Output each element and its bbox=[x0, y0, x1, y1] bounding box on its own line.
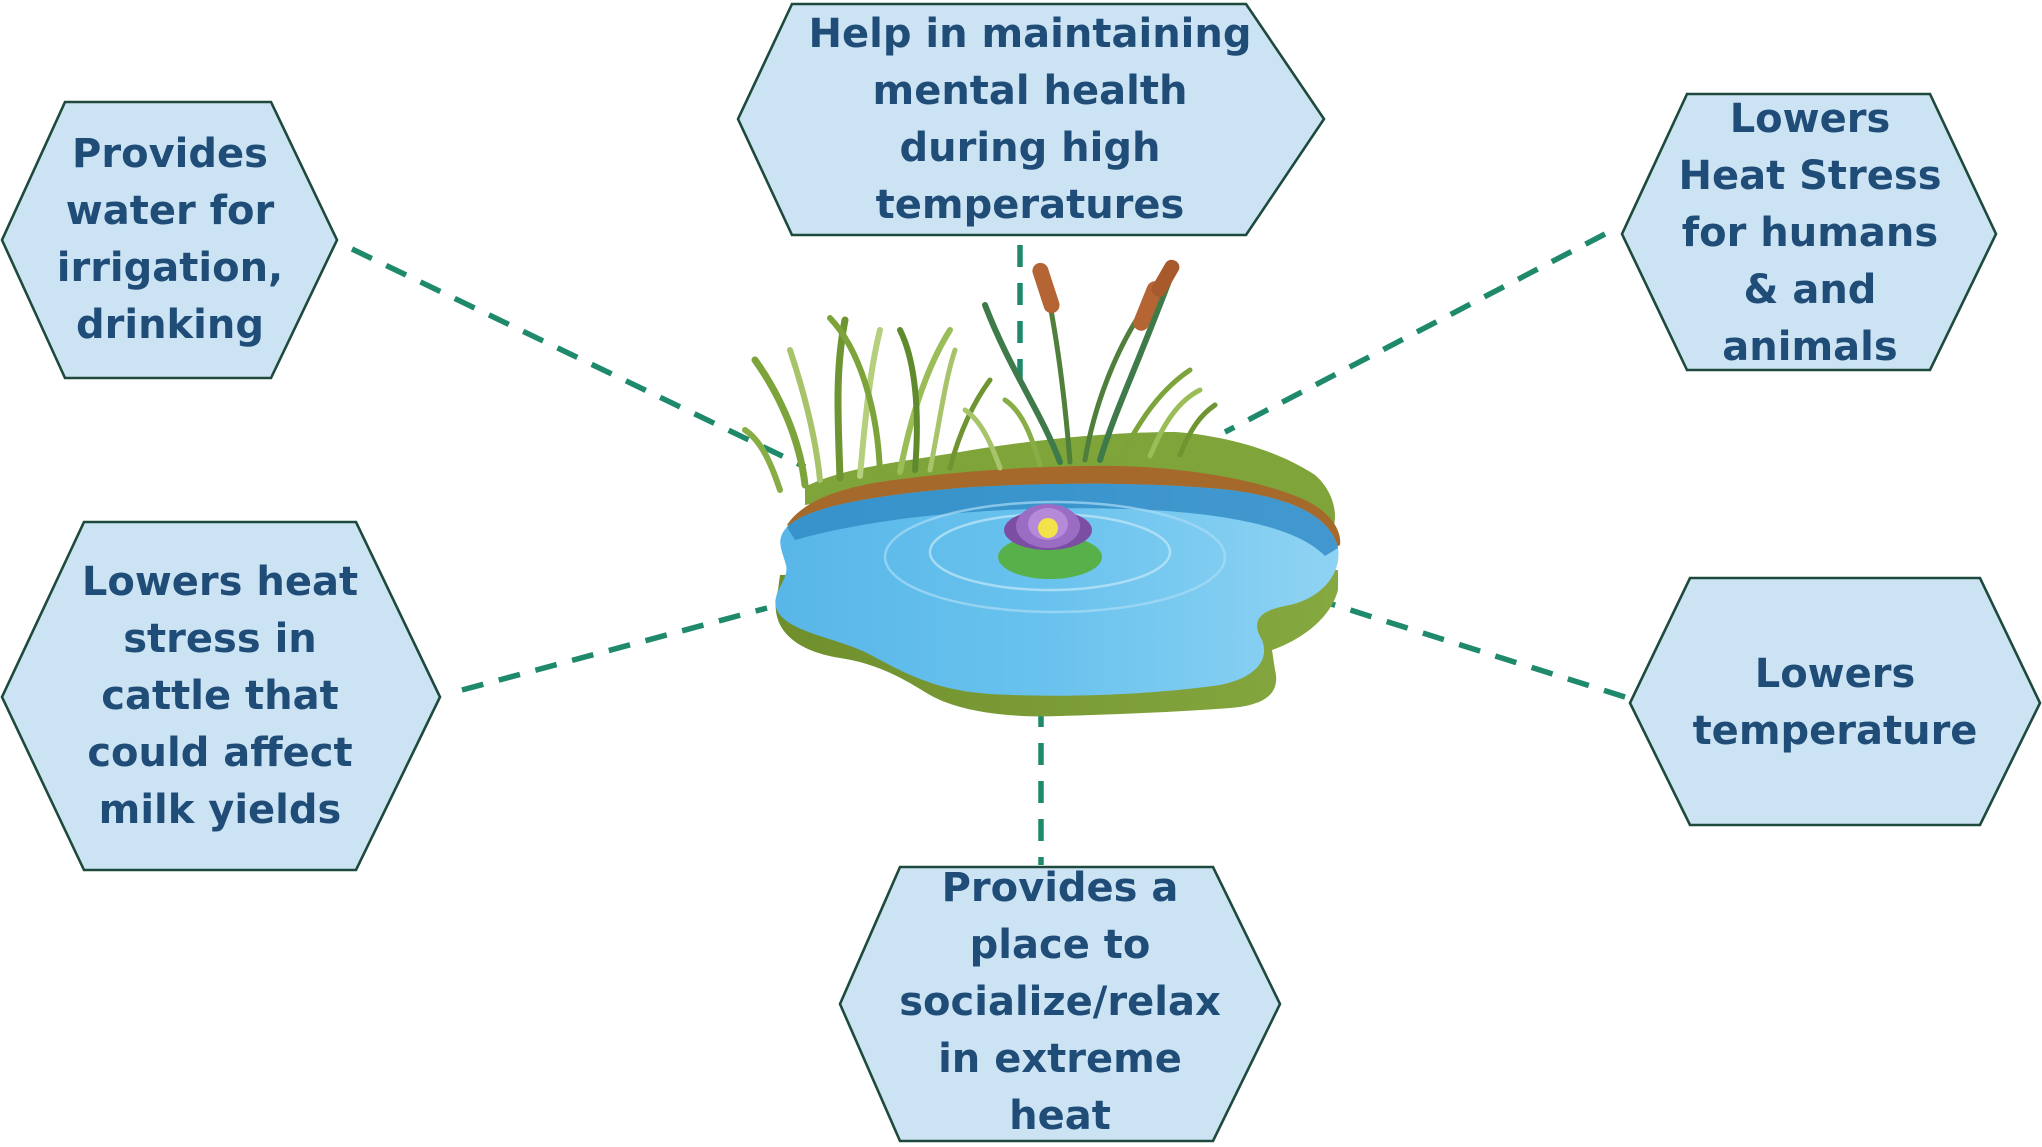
node-water-line: Provides bbox=[72, 131, 268, 177]
connector-water bbox=[350, 246, 807, 470]
node-heatstress-humans-line: Lowers bbox=[1729, 95, 1891, 142]
node-mental-line: mental health bbox=[872, 68, 1188, 114]
node-cattle-line: Lowers heat bbox=[81, 558, 359, 605]
node-socialize-line: Provides a bbox=[941, 865, 1179, 911]
node-water-line: drinking bbox=[76, 302, 264, 348]
connector-cattle bbox=[461, 605, 768, 693]
lotus-flower-icon bbox=[1004, 504, 1092, 550]
reeds-right bbox=[962, 262, 1218, 471]
node-water-line: irrigation, bbox=[56, 245, 284, 291]
reeds-left bbox=[742, 315, 993, 493]
hex-socialize bbox=[838, 865, 1282, 1143]
cattail-heads bbox=[1032, 259, 1180, 331]
node-heatstress-humans-line: animals bbox=[1722, 323, 1898, 370]
node-socialize-line: in extreme bbox=[938, 1036, 1182, 1082]
node-socialize-line: place to bbox=[969, 922, 1151, 968]
connector-temperature bbox=[1324, 599, 1626, 700]
node-mental-line: Help in maintaining bbox=[808, 11, 1252, 57]
node-cattle: Lowers heat stress in cattle that could … bbox=[20, 522, 420, 870]
pond-illustration bbox=[742, 259, 1341, 717]
pond-soil-rim bbox=[787, 465, 1341, 552]
pond-shoreline bbox=[787, 483, 1338, 556]
node-socialize-line: socialize/relax bbox=[899, 979, 1221, 1025]
ripple-outer bbox=[883, 500, 1227, 614]
node-cattle-line: stress in bbox=[123, 615, 317, 662]
node-mental: Help in maintaining mental health during… bbox=[760, 0, 1300, 240]
node-heatstress-humans-line: for humans bbox=[1681, 209, 1939, 256]
node-socialize: Provides a place to socialize/relax in e… bbox=[860, 862, 1260, 1143]
connector-heatstress-humans bbox=[1223, 231, 1607, 435]
hex-temperature bbox=[1628, 576, 2042, 827]
node-socialize-line: heat bbox=[1009, 1093, 1111, 1139]
node-cattle-line: could affect bbox=[87, 729, 353, 776]
node-heatstress-humans: Lowers Heat Stress for humans & and anim… bbox=[1640, 88, 1980, 378]
node-mental-line: temperatures bbox=[875, 182, 1185, 228]
node-heatstress-humans-line: & and bbox=[1743, 266, 1877, 313]
node-water: Provides water for irrigation, drinking bbox=[20, 102, 320, 378]
node-cattle-line: milk yields bbox=[98, 786, 342, 833]
hex-heatstress-humans bbox=[1620, 92, 1998, 372]
node-heatstress-humans-line: Heat Stress bbox=[1678, 152, 1942, 199]
node-cattle-line: cattle that bbox=[101, 672, 339, 719]
node-mental-line: during high bbox=[899, 125, 1161, 171]
node-temperature: Lowers temperature bbox=[1650, 578, 2020, 828]
connectors bbox=[350, 231, 1626, 865]
hex-mental bbox=[736, 2, 1326, 237]
node-water-line: water for bbox=[65, 188, 275, 234]
node-temperature-line: Lowers bbox=[1754, 651, 1916, 697]
hex-cattle bbox=[0, 520, 442, 872]
hex-water bbox=[0, 100, 339, 380]
node-temperature-line: temperature bbox=[1692, 708, 1978, 754]
